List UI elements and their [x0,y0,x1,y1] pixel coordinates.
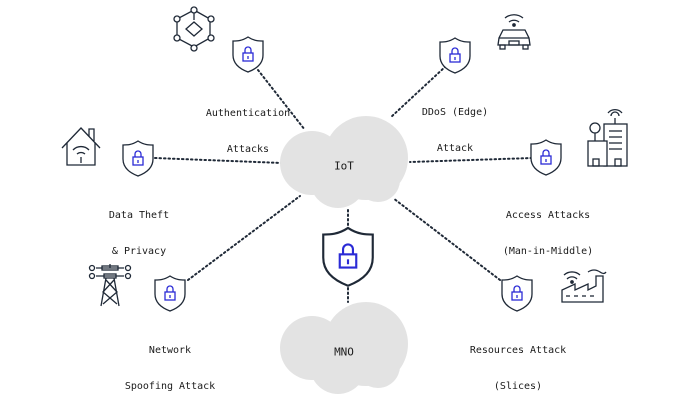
label-access-attacks: Access Attacks (Man-in-Middle) [503,186,593,270]
label-line: Data Theft [108,210,170,221]
connector-ddos [389,65,447,119]
network-node-icon [173,6,215,52]
connector-resources [392,197,501,281]
connector-authentication [257,69,306,131]
mno-cloud [280,302,408,394]
label-data-theft: Data Theft & Privacy [109,186,169,270]
shield-lock-icon-large [322,226,374,287]
label-line: (Slices) [493,381,543,392]
label-line: Attacks [226,144,270,155]
shield-lock-icon [232,36,264,73]
label-line: Access Attacks [505,210,591,221]
connectors [154,65,533,303]
label-line: & Privacy [111,246,167,257]
shield-lock-icon [122,140,154,177]
connected-car-icon [497,14,531,50]
mno-cloud-label: MNO [334,345,354,359]
shield-lock-icon [501,275,533,312]
label-authentication-attacks: Authentication Attacks [206,84,290,168]
shield-lock-icon [530,139,562,176]
label-line: Resources Attack [469,345,567,356]
label-line: Attack [436,143,474,154]
label-line: (Man-in-Middle) [502,246,594,257]
smart-building-icon [587,109,628,167]
connector-data-theft [154,157,283,164]
shield-lock-icon [154,275,186,312]
label-network-spoofing: Network Spoofing Attack [125,321,215,405]
label-line: DDoS (Edge) [421,107,489,118]
label-line: Authentication [205,108,291,119]
factory-icon [561,269,607,303]
smart-home-icon [61,127,101,166]
label-resources-attack: Resources Attack (Slices) [470,321,566,405]
label-line: Spoofing Attack [124,381,216,392]
label-ddos-attack: DDoS (Edge) Attack [422,83,488,167]
label-line: Network [148,345,192,356]
transmission-tower-icon [88,264,132,307]
connector-access [409,157,533,163]
iot-cloud-label: IoT [334,159,354,173]
iot-cloud [280,116,408,208]
connector-network-spoofing [187,195,301,281]
